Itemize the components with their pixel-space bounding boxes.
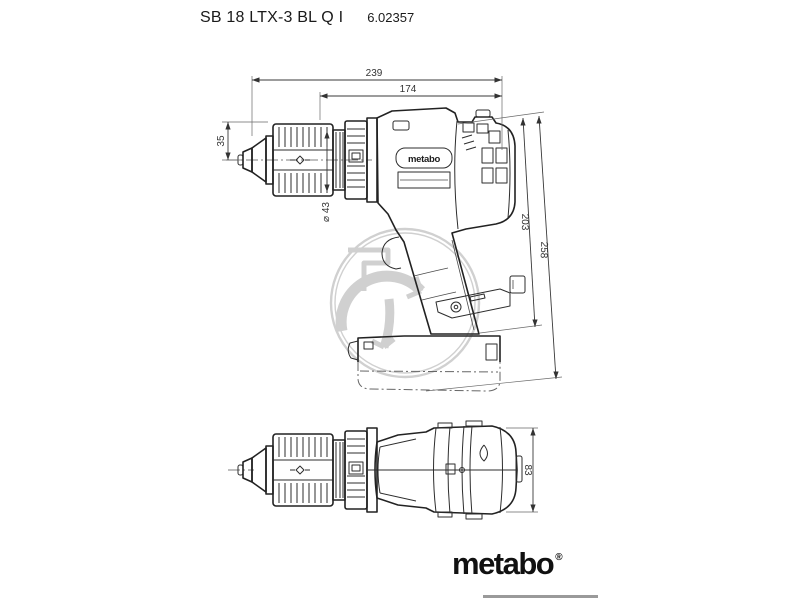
dimension-housing-width: 83	[506, 427, 538, 513]
brand-logo: metabo®	[452, 546, 598, 598]
dimension-label: 258	[538, 241, 550, 258]
dimension-chuck-axis-height: 35	[216, 121, 268, 161]
watermark-logo-icon	[329, 227, 481, 379]
header: SB 18 LTX-3 BL Q I 6.02357	[200, 9, 414, 27]
battery-pack	[347, 335, 501, 392]
dimension-collar-diameter: ⌀ 43	[321, 131, 332, 222]
dimension-label: 239	[366, 68, 383, 79]
side-body: metabo	[376, 107, 516, 335]
dimension-label: 174	[400, 84, 417, 95]
body-brand-label: metabo	[408, 154, 440, 165]
top-chuck	[237, 427, 378, 513]
top-view-drawing	[228, 420, 523, 520]
belt-hook	[435, 275, 526, 319]
product-sku: 6.02357	[367, 10, 415, 25]
dimension-label: 83	[522, 464, 533, 476]
dimension-overall-height: 258	[425, 115, 563, 392]
brand-underline	[483, 595, 598, 598]
top-body	[368, 420, 523, 520]
registered-mark-icon: ®	[555, 552, 563, 563]
dimension-overall-length: 239	[251, 68, 503, 150]
dimension-label: 203	[519, 214, 530, 231]
dimension-label: 35	[216, 135, 227, 147]
brand-wordmark: metabo	[452, 546, 555, 581]
dimension-housing-length: 174	[319, 84, 502, 120]
bit-holder	[509, 275, 526, 294]
dimension-label: ⌀ 43	[321, 202, 332, 222]
side-view-drawing: metabo	[226, 107, 526, 392]
body-brand-plate	[395, 147, 453, 169]
dimension-height-to-hook: 203	[457, 111, 545, 334]
trigger	[381, 236, 402, 270]
product-title: SB 18 LTX-3 BL Q I	[200, 9, 344, 26]
